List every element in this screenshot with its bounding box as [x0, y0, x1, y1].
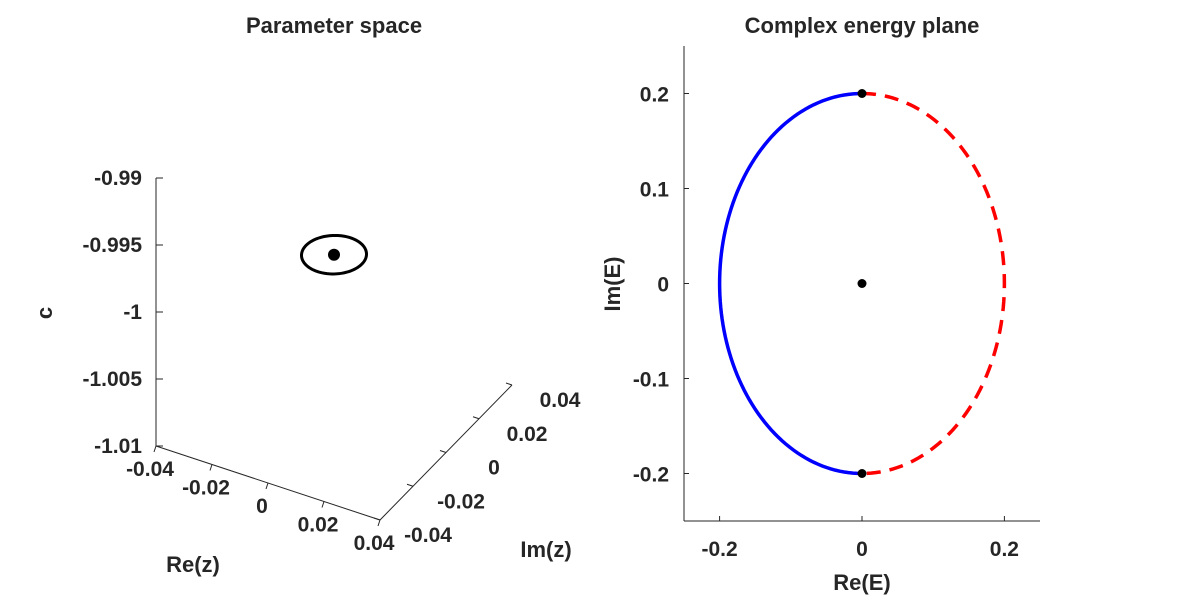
- energy-point: [857, 279, 867, 288]
- y-tick-mark: [505, 382, 513, 386]
- z-tick-label: -0.99: [94, 167, 142, 190]
- right-ylabel: Im(E): [600, 257, 625, 312]
- y-tick-label: 0.04: [540, 389, 581, 412]
- energy-point: [857, 89, 867, 98]
- left-zlabel: c: [32, 307, 57, 319]
- x-tick-label: 0: [856, 538, 868, 561]
- x-tick-label: 0.02: [298, 514, 339, 537]
- left-ylabel: Im(z): [520, 537, 571, 562]
- parameter-space-axes: [155, 178, 513, 521]
- parameter-space-ticks: -0.04-0.0200.020.04-0.04-0.0200.020.04-0…: [82, 167, 580, 555]
- x-tick-mark: [153, 445, 157, 453]
- x-tick-label: 0.2: [990, 538, 1019, 561]
- parameter-point: [328, 248, 340, 261]
- y-tick-label: -0.2: [633, 464, 669, 487]
- x-tick-label: -0.04: [126, 458, 174, 481]
- energy-point: [857, 469, 867, 478]
- z-tick-label: -0.995: [82, 234, 142, 257]
- parameter-space-data: [299, 233, 369, 276]
- left-xlabel: Re(z): [166, 552, 220, 577]
- series-dashed-right-arc: [861, 91, 1007, 476]
- y-tick-label: 0: [488, 457, 500, 480]
- y-tick-label: 0.1: [640, 179, 670, 202]
- x-tick-mark: [265, 482, 269, 490]
- x-tick-mark: [377, 519, 381, 527]
- x-tick-mark: [321, 501, 325, 508]
- y-tick-label: 0.2: [640, 84, 669, 107]
- parameter-loop: [299, 233, 369, 276]
- y-tick-label: 0: [657, 274, 669, 297]
- y-tick-label: -0.1: [633, 369, 670, 392]
- right-chart-title: Complex energy plane: [745, 13, 980, 38]
- right-xlabel: Re(E): [833, 570, 890, 595]
- energy-plane-panel: Complex energy plane -0.2 0 0.2 0.2 0.1 0 -0.1…: [600, 13, 1040, 595]
- z-tick-label: -1.01: [94, 435, 142, 458]
- y-tick-label: -0.02: [437, 490, 485, 513]
- x-tick-label: 0: [256, 495, 268, 518]
- y-tick-mark: [406, 483, 414, 487]
- parameter-space-panel: Parameter space -0.04-0.0200.020.04-0.04…: [32, 13, 581, 577]
- z-tick-label: -1.005: [82, 368, 142, 391]
- energy-plane-data: [717, 89, 1007, 478]
- z-tick-label: -1: [123, 301, 142, 324]
- y-tick-mark: [472, 416, 480, 420]
- y-tick-mark: [373, 517, 381, 521]
- y-tick-mark: [439, 450, 447, 453]
- y-tick-label: 0.02: [507, 423, 548, 446]
- x-tick-mark: [209, 464, 213, 471]
- x-tick-label: -0.2: [702, 538, 738, 561]
- x-tick-label: 0.04: [354, 532, 395, 555]
- y-tick-label: -0.04: [404, 524, 452, 547]
- x-tick-label: -0.02: [182, 477, 230, 500]
- energy-plane-ticks: -0.2 0 0.2 0.2 0.1 0 -0.1 -0.2: [633, 84, 1019, 562]
- series-solid-left-arc: [717, 91, 863, 476]
- left-chart-title: Parameter space: [246, 13, 422, 38]
